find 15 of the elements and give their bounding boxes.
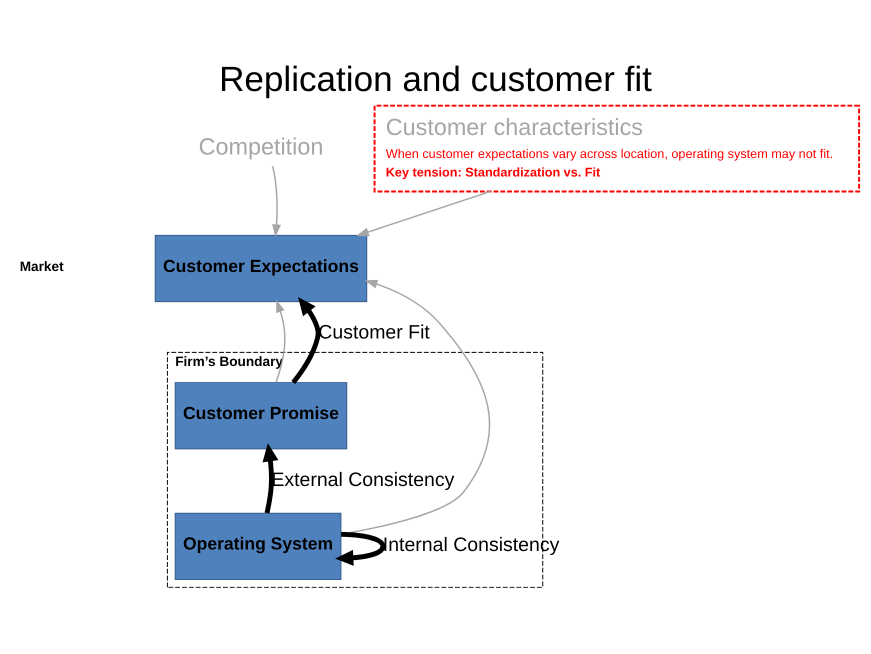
edge-label: External Consistency — [271, 468, 454, 491]
node-box: Customer characteristics When customer expectations vary across location, operating system may not fit. Key tension: Standardization vs. Fit — [374, 104, 860, 192]
diagram-title: Replication and customer fit — [219, 60, 652, 99]
arrow — [356, 190, 491, 236]
node-box: Customer Expectations — [154, 234, 368, 302]
edge-label: Internal Consistency — [382, 534, 560, 556]
arrow — [335, 532, 386, 566]
arrow — [262, 443, 278, 514]
arrow — [275, 300, 286, 382]
node-box: Customer Promise — [174, 382, 348, 450]
label: Market — [20, 259, 64, 274]
node-box: Operating System — [174, 512, 342, 580]
node-text: Competition — [198, 134, 324, 160]
arrow — [291, 297, 321, 384]
arrow — [272, 166, 281, 238]
